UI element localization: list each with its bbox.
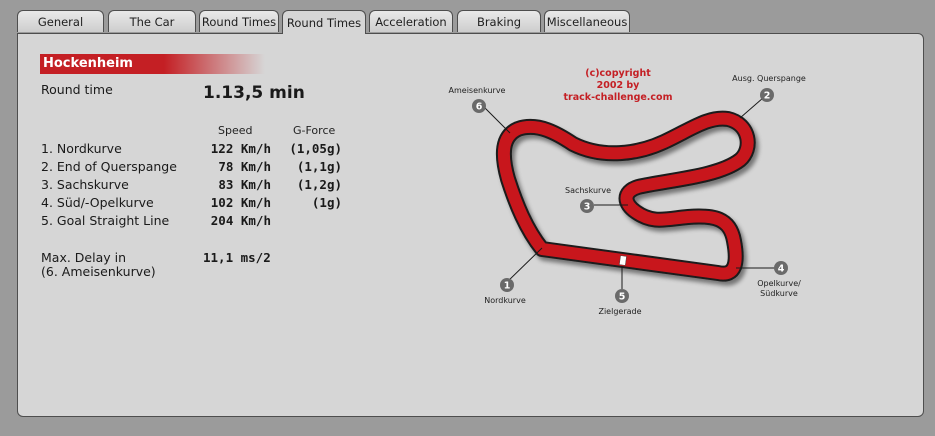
start-finish-line (619, 255, 627, 266)
marker-label: Ameisenkurve (449, 86, 506, 95)
speed-header: Speed (218, 124, 253, 137)
row-speed: 83 Km/h (218, 177, 271, 192)
tab-round-times-2[interactable]: Round Times (282, 10, 366, 34)
copyright-text: (c)copyright 2002 by track-challenge.com (564, 68, 673, 103)
marker-label: Südkurve (760, 289, 798, 298)
gforce-header: G-Force (293, 124, 336, 137)
tab-the-car[interactable]: The Car (108, 10, 196, 32)
track-title: Hockenheim (40, 54, 265, 74)
tab-round-times-1[interactable]: Round Times (199, 10, 279, 32)
row-speed: 204 Km/h (210, 213, 271, 228)
marker-label: Opelkurve/ (757, 279, 801, 288)
marker-circle (615, 289, 629, 303)
corner-markers: 1 Nordkurve 2 Ausg. Querspange 3 Sachsku… (449, 74, 806, 316)
copyright-line: (c)copyright (585, 68, 651, 79)
round-time-label: Round time (41, 82, 113, 97)
marker-label: Nordkurve (484, 296, 526, 305)
delay-label-2: (6. Ameisenkurve) (41, 264, 156, 279)
round-time-value: 1.13,5 min (203, 83, 305, 103)
tab-general[interactable]: General (17, 10, 104, 32)
row-speed: 78 Km/h (218, 159, 271, 174)
marker-circle (580, 199, 594, 213)
row-name: 4. Süd/-Opelkurve (41, 195, 154, 210)
copyright-line: track-challenge.com (564, 92, 673, 103)
marker-circle (760, 88, 774, 102)
marker-number: 4 (778, 264, 785, 275)
marker-circle (500, 278, 514, 292)
content-panel: Hockenheim Round time 1.13,5 min Speed G… (17, 33, 924, 417)
tab-miscellaneous[interactable]: Miscellaneous (544, 10, 630, 32)
marker-number: 1 (504, 281, 511, 292)
marker-circle (472, 99, 486, 113)
row-name: 3. Sachskurve (41, 177, 129, 192)
row-gforce: (1,1g) (296, 159, 342, 174)
marker-number: 3 (584, 202, 591, 213)
row-speed: 102 Km/h (210, 195, 271, 210)
copyright-line: 2002 by (597, 80, 641, 91)
delay-label-1: Max. Delay in (41, 250, 127, 265)
marker-circle (774, 261, 788, 275)
marker-label: Ausg. Querspange (732, 74, 806, 83)
delay-value: 11,1 ms/2 (203, 250, 271, 265)
row-name: 5. Goal Straight Line (41, 213, 170, 228)
track-outline (495, 110, 756, 282)
marker-number: 2 (764, 91, 771, 102)
row-gforce: (1g) (311, 195, 342, 210)
row-gforce: (1,2g) (296, 177, 342, 192)
track-map: (c)copyright 2002 by track-challenge.com… (449, 68, 806, 316)
marker-number: 6 (476, 102, 483, 113)
tab-acceleration[interactable]: Acceleration (369, 10, 453, 32)
row-name: 1. Nordkurve (41, 141, 122, 156)
row-gforce: (1,05g) (289, 141, 342, 156)
marker-number: 5 (619, 292, 626, 303)
marker-label: Sachskurve (565, 186, 611, 195)
row-speed: 122 Km/h (210, 141, 271, 156)
marker-label: Zielgerade (598, 307, 641, 316)
tab-braking[interactable]: Braking (457, 10, 541, 32)
row-name: 2. End of Querspange (41, 159, 177, 174)
